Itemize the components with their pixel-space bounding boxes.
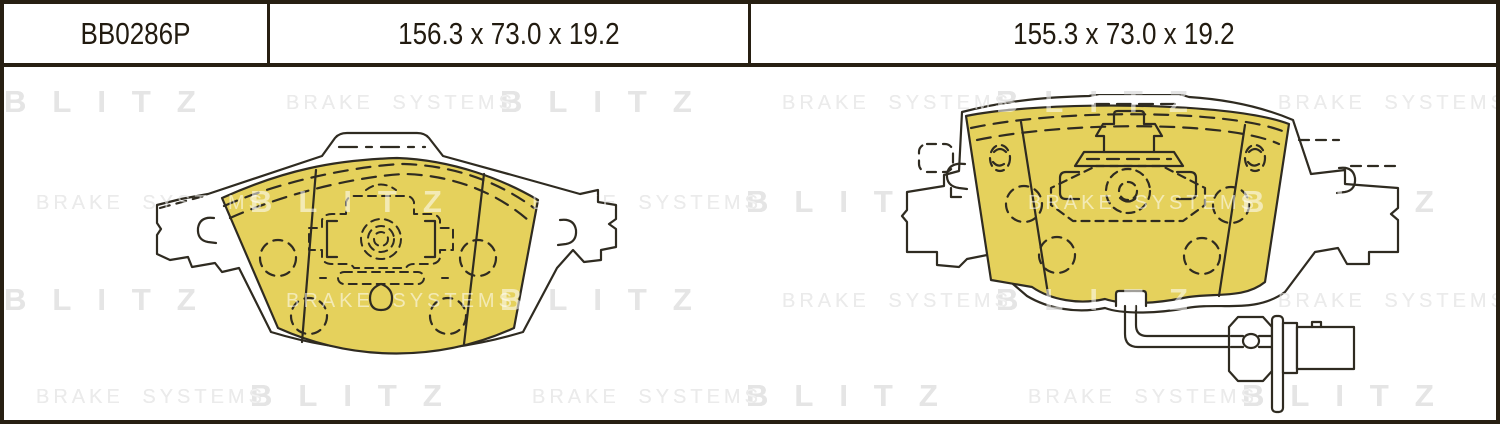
watermark-brand: BLITZ <box>500 84 718 119</box>
connector-body <box>1295 325 1356 371</box>
chamfer-dashed-lines <box>969 113 1287 146</box>
rivet-ovals <box>988 143 1267 173</box>
header-strip: BB0286P 156.3 x 73.0 x 19.2 155.3 x 73.0… <box>4 4 1496 67</box>
watermark-tagline: BRAKE SYSTEMS <box>36 386 266 408</box>
right-pad-dimensions: 155.3 x 73.0 x 19.2 <box>1012 15 1235 51</box>
spring-position-circles <box>258 238 498 336</box>
left-brake-pad-figure <box>155 131 618 355</box>
edge-dash <box>158 194 206 210</box>
piston-contact-outline <box>308 183 454 285</box>
friction-material <box>220 156 540 355</box>
watermark-brand: BLITZ <box>500 84 718 119</box>
side-brackets <box>1058 170 1198 201</box>
part-number-cell: BB0286P <box>4 4 270 63</box>
chamfer-dashed-lines <box>222 162 536 222</box>
watermark-brand: BLITZ <box>250 378 468 413</box>
wear-slot <box>368 282 394 312</box>
piston-contact-outline <box>1049 164 1207 223</box>
connector-flange <box>1270 314 1285 414</box>
piston-inner-arc <box>1118 196 1138 203</box>
segment-divider-lines <box>300 168 486 346</box>
spring-position-circles <box>1004 184 1251 276</box>
part-number: BB0286P <box>80 15 191 51</box>
right-pad-dimensions-cell: 155.3 x 73.0 x 19.2 <box>751 4 1496 63</box>
sensor-tab <box>1114 289 1148 308</box>
left-wing-clip <box>196 216 218 245</box>
right-wing-clip <box>1335 166 1357 195</box>
right-wing-dash <box>1297 138 1398 168</box>
friction-material <box>964 104 1291 305</box>
watermark-tagline: BRAKE SYSTEMS <box>286 92 516 114</box>
segment-divider-lines <box>1019 120 1247 298</box>
watermark-tagline: BRAKE SYSTEMS <box>286 92 516 114</box>
wear-sensor <box>1114 289 1356 414</box>
left-pad-dimensions-cell: 156.3 x 73.0 x 19.2 <box>270 4 751 63</box>
watermark-tagline: BRAKE SYSTEMS <box>532 386 762 408</box>
wire-bulge <box>1241 332 1261 350</box>
wire-through-grip <box>1229 334 1274 349</box>
center-crown-base <box>1073 150 1185 168</box>
right-brake-pad-figure <box>900 94 1400 414</box>
left-pad-dimensions: 156.3 x 73.0 x 19.2 <box>398 15 620 51</box>
watermark-tagline: BRAKE SYSTEMS <box>532 386 762 408</box>
connector-latch-nub <box>1310 320 1323 329</box>
center-crown <box>1094 109 1164 154</box>
wear-sensor-wire <box>1123 304 1235 349</box>
rivet-oval-curls <box>991 147 1263 167</box>
connector-step <box>1281 321 1299 375</box>
left-wing-clip <box>945 162 969 199</box>
watermark-tagline: BRAKE SYSTEMS <box>36 386 266 408</box>
right-wing-clip <box>556 218 578 247</box>
side-brackets <box>325 219 437 259</box>
watermark-brand: BLITZ <box>4 84 222 119</box>
left-wing-dashed-window <box>917 142 955 174</box>
watermark-brand: BLITZ <box>250 378 468 413</box>
watermark-brand: BLITZ <box>4 84 222 119</box>
